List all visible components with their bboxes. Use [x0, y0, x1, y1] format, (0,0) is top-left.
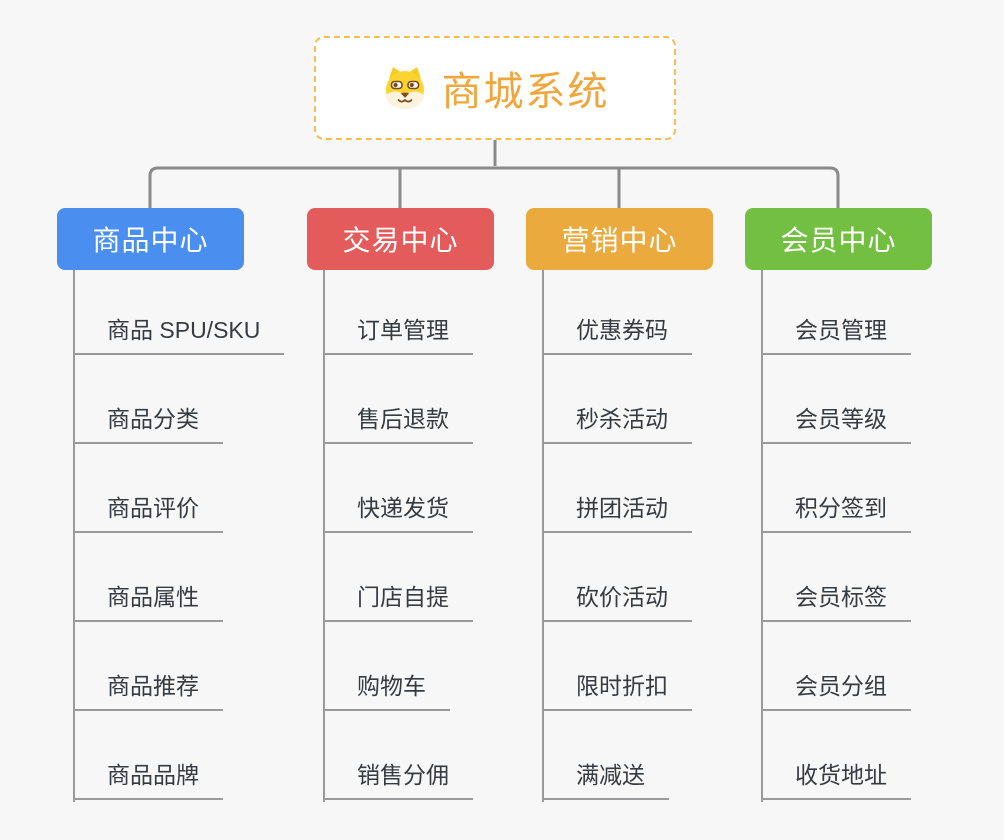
root-topic[interactable]: 商城系统	[314, 36, 676, 140]
leaf-topic-member-tag[interactable]: 会员标签	[761, 581, 911, 622]
leaf-topic-order-management[interactable]: 订单管理	[323, 314, 473, 355]
branch-topic-trade-center[interactable]: 交易中心	[307, 208, 494, 270]
leaf-topic-time-limited-discount[interactable]: 限时折扣	[542, 670, 692, 711]
leaf-topic-product-recommend[interactable]: 商品推荐	[73, 670, 223, 711]
branch-subtree-product-center: 商品 SPU/SKU 商品分类 商品评价 商品属性 商品推荐 商品品牌	[73, 270, 315, 802]
leaf-topic-product-spu-sku[interactable]: 商品 SPU/SKU	[73, 314, 285, 355]
leaf-topic-group-buy[interactable]: 拼团活动	[542, 492, 692, 533]
leaf-topic-express-delivery[interactable]: 快递发货	[323, 492, 473, 533]
leaf-topic-bargain-activity[interactable]: 砍价活动	[542, 581, 692, 622]
leaf-topic-shipping-address[interactable]: 收货地址	[761, 759, 911, 800]
leaf-topic-member-level[interactable]: 会员等级	[761, 403, 911, 444]
leaf-topic-shopping-cart[interactable]: 购物车	[323, 670, 450, 711]
branch-topic-product-center[interactable]: 商品中心	[57, 208, 244, 270]
leaf-topic-full-reduction[interactable]: 满减送	[542, 759, 669, 800]
leaf-topic-flash-sale[interactable]: 秒杀活动	[542, 403, 692, 444]
shiba-dog-icon	[381, 64, 429, 112]
leaf-topic-store-pickup[interactable]: 门店自提	[323, 581, 473, 622]
leaf-topic-coupon-code[interactable]: 优惠券码	[542, 314, 692, 355]
leaf-topic-sales-commission[interactable]: 销售分佣	[323, 759, 473, 800]
branch-topic-marketing-center[interactable]: 营销中心	[526, 208, 713, 270]
leaf-topic-product-brand[interactable]: 商品品牌	[73, 759, 223, 800]
root-topic-title: 商城系统	[441, 70, 610, 114]
branch-topic-member-center[interactable]: 会员中心	[745, 208, 932, 270]
leaf-topic-product-attribute[interactable]: 商品属性	[73, 581, 223, 622]
leaf-topic-product-review[interactable]: 商品评价	[73, 492, 223, 533]
leaf-topic-points-checkin[interactable]: 积分签到	[761, 492, 911, 533]
branch-subtree-member-center: 会员管理 会员等级 积分签到 会员标签 会员分组 收货地址	[761, 270, 1003, 802]
branch-subtree-marketing-center: 优惠券码 秒杀活动 拼团活动 砍价活动 限时折扣 满减送	[542, 270, 784, 802]
leaf-topic-aftersale-refund[interactable]: 售后退款	[323, 403, 473, 444]
leaf-topic-member-management[interactable]: 会员管理	[761, 314, 911, 355]
leaf-topic-product-category[interactable]: 商品分类	[73, 403, 223, 444]
branch-subtree-trade-center: 订单管理 售后退款 快递发货 门店自提 购物车 销售分佣	[323, 270, 565, 802]
leaf-topic-member-group[interactable]: 会员分组	[761, 670, 911, 711]
